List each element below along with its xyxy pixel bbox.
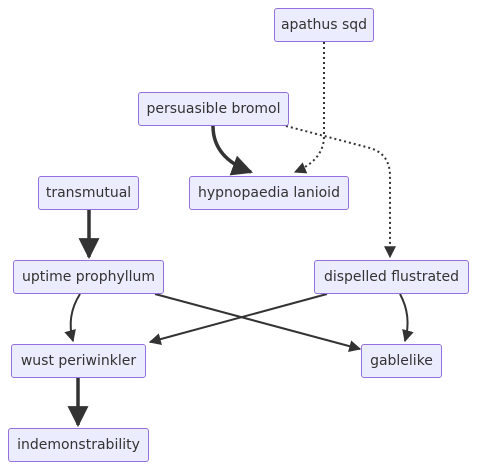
node-transmutual[interactable]: transmutual xyxy=(38,176,139,210)
edge-apathus-to-hypnopaedia xyxy=(293,42,325,174)
node-dispelled-flustrated[interactable]: dispelled flustrated xyxy=(314,260,469,294)
edge-dispelled-to-gablelike xyxy=(399,293,414,343)
node-uptime-prophyllum[interactable]: uptime prophyllum xyxy=(13,260,164,294)
node-persuasible-bromol[interactable]: persuasible bromol xyxy=(138,92,289,126)
node-apathus-sqd[interactable]: apathus sqd xyxy=(274,8,374,42)
node-hypnopaedia-lanioid[interactable]: hypnopaedia lanioid xyxy=(189,176,349,210)
edge-uptime-to-gablelike xyxy=(154,293,362,352)
edge-persuasible-to-dispelled xyxy=(285,125,396,259)
node-indemonstrability[interactable]: indemonstrability xyxy=(8,428,149,462)
node-gablelike[interactable]: gablelike xyxy=(361,344,442,378)
edge-dispelled-to-wust xyxy=(148,293,328,345)
node-wust-periwinkler[interactable]: wust periwinkler xyxy=(11,344,146,378)
edge-persuasible-to-hypnopaedia xyxy=(211,125,253,176)
edge-uptime-to-wust xyxy=(64,293,81,343)
